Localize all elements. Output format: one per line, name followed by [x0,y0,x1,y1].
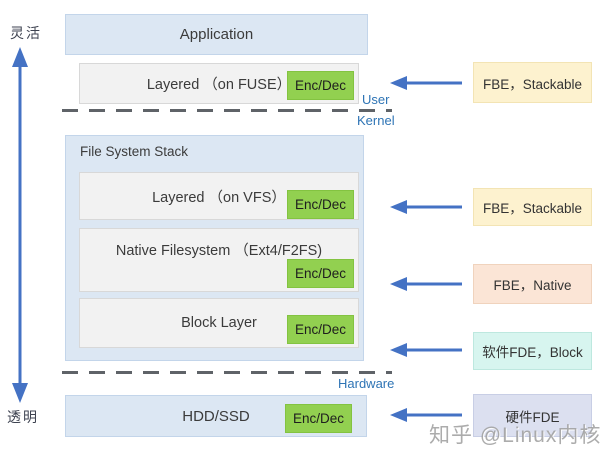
annotation-hardware-fde: 硬件FDE [473,394,592,437]
kernel-space-label: Kernel [357,113,395,128]
user-space-label: User [362,92,390,107]
zhihu-watermark: 知乎 @Linux内核 [429,424,600,447]
annotation-fbe-stackable-fuse: FBE，Stackable [473,62,592,103]
fuse-layer-label: Layered （on FUSE） [146,77,292,93]
axis-label-transparent: 透明 [7,409,39,425]
left-arrow-icon [390,76,462,90]
vfs-layer-box: Layered （on VFS） Enc/Dec [79,172,359,220]
file-system-stack-title: File System Stack [80,144,189,159]
annotation-software-fde-block: 软件FDE，Block [473,332,592,370]
double-headed-arrow-icon [12,47,28,403]
enc-dec-chip: Enc/Dec [287,71,354,100]
enc-dec-chip: Enc/Dec [285,404,352,433]
native-filesystem-label: Native Filesystem （Ext4/F2FS) [115,243,323,259]
enc-dec-chip: Enc/Dec [287,259,354,288]
left-arrow-icon [390,343,462,357]
left-arrow-icon [390,277,462,291]
native-filesystem-box: Native Filesystem （Ext4/F2FS) Enc/Dec [79,228,359,292]
enc-dec-chip: Enc/Dec [287,190,354,219]
hardware-label: Hardware [338,376,395,391]
vfs-layer-label: Layered （on VFS） [152,189,286,206]
block-layer-box: Block Layer Enc/Dec [79,298,359,348]
application-box: Application [65,14,368,55]
axis-label-flexible: 灵活 [10,25,42,41]
annotation-fbe-stackable-vfs: FBE，Stackable [473,188,592,226]
left-arrow-icon [390,408,462,422]
left-arrow-icon [390,200,462,214]
application-label: Application [179,26,254,43]
annotation-fbe-native: FBE，Native [473,264,592,304]
block-layer-label: Block Layer [181,315,257,331]
fuse-layer-box: Layered （on FUSE） Enc/Dec [79,63,359,104]
user-kernel-boundary-line [62,109,392,112]
hdd-ssd-label: HDD/SSD [182,407,250,425]
hdd-ssd-box: HDD/SSD Enc/Dec [65,395,367,437]
enc-dec-chip: Enc/Dec [287,315,354,344]
hardware-boundary-line [62,371,392,374]
